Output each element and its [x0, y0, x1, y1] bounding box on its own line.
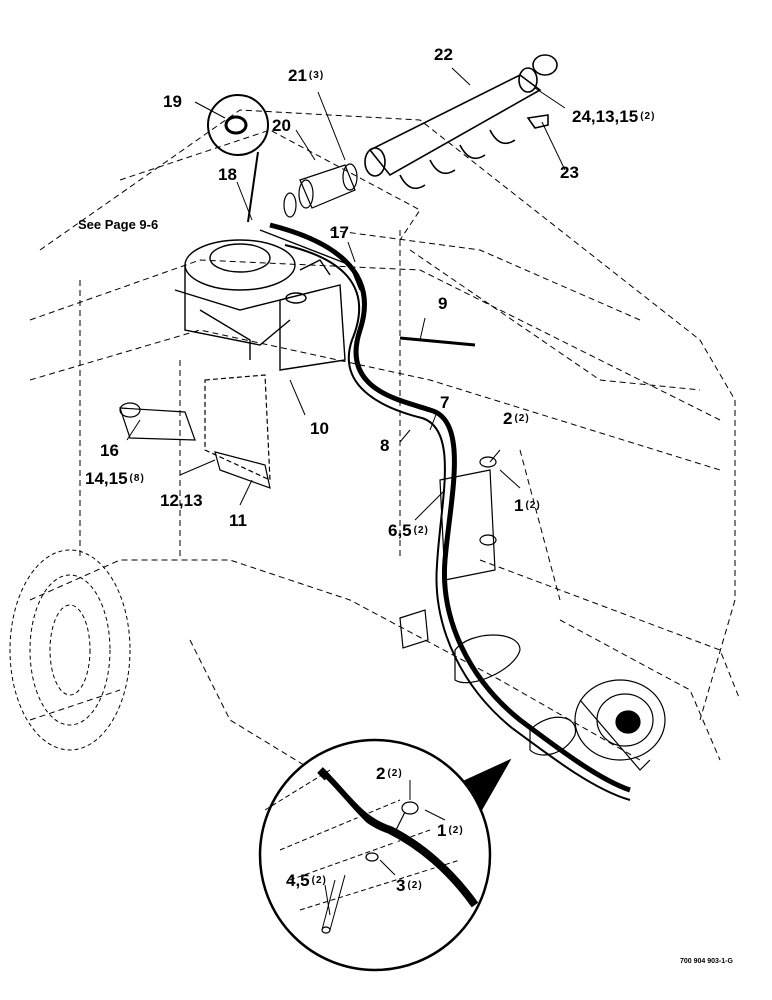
callout-8: 8	[380, 437, 389, 454]
right-wheel-hub	[574, 679, 666, 771]
callout-16: 16	[100, 442, 119, 459]
callout-11: 11	[229, 512, 247, 529]
callout-19: 19	[163, 93, 182, 110]
callout-6-5-number: 6,5	[388, 521, 412, 540]
callout-17-number: 17	[330, 223, 349, 242]
hose-clamp-lower	[529, 716, 577, 756]
callout-1-detail-number: 1	[437, 821, 447, 840]
callout-20: 20	[272, 117, 291, 134]
callout-2-top-qty: (2)	[514, 413, 530, 424]
strap-9	[399, 336, 476, 347]
plate-11	[204, 374, 271, 489]
callout-1-top: 1(2)	[514, 497, 541, 514]
detail-circle	[258, 738, 492, 972]
callout-2-detail: 2(2)	[376, 765, 403, 782]
callout-1-top-qty: (2)	[525, 500, 541, 511]
callout-24-13-15: 24,13,15(2)	[572, 108, 655, 125]
callout-2-detail-qty: (2)	[387, 768, 403, 779]
callout-9: 9	[438, 295, 447, 312]
callout-1-detail: 1(2)	[437, 822, 464, 839]
detail-19	[207, 94, 269, 156]
callout-24-13-15-qty: (2)	[640, 111, 656, 122]
callout-14-15-qty: (8)	[129, 473, 145, 484]
callout-4-5-detail: 4,5(2)	[286, 872, 327, 889]
callout-14-15: 14,15(8)	[85, 470, 145, 487]
callout-3-detail-qty: (2)	[407, 880, 423, 891]
callout-4-5-detail-number: 4,5	[286, 871, 310, 890]
callout-19-number: 19	[163, 92, 182, 111]
callout-2-top-number: 2	[503, 409, 513, 428]
shield-16	[119, 402, 196, 441]
callout-4-5-detail-qty: (2)	[311, 875, 327, 886]
callout-2-top: 2(2)	[503, 410, 530, 427]
callout-23: 23	[560, 164, 579, 181]
figure-code: 700 904 903-1-G	[680, 958, 733, 965]
callout-3-detail-number: 3	[396, 876, 406, 895]
callout-21-qty: (3)	[308, 70, 325, 81]
callout-17: 17	[330, 224, 349, 241]
callout-11-number: 11	[229, 511, 247, 530]
callout-20-number: 20	[272, 116, 291, 135]
callout-2-detail-number: 2	[376, 764, 386, 783]
callout-7-number: 7	[440, 393, 450, 412]
callout-9-number: 9	[438, 294, 448, 313]
callout-22-number: 22	[434, 45, 453, 64]
callout-6-5-qty: (2)	[413, 525, 429, 536]
hose-clamp-upper	[454, 634, 521, 684]
callout-21: 21(3)	[288, 67, 324, 84]
callout-21-number: 21	[288, 66, 307, 85]
sleeve-20	[283, 163, 358, 218]
callout-8-number: 8	[380, 436, 390, 455]
callout-23-number: 23	[560, 163, 579, 182]
hose-7-8	[269, 222, 631, 801]
callout-18: 18	[218, 166, 237, 183]
left-wheel	[9, 549, 131, 751]
callout-7: 7	[440, 394, 449, 411]
callout-1-top-number: 1	[514, 496, 524, 515]
pipe-22	[364, 54, 558, 190]
access-panel	[399, 609, 429, 649]
callout-22: 22	[434, 46, 453, 63]
hose-bracket	[439, 456, 497, 581]
callout-1-detail-qty: (2)	[448, 825, 464, 836]
callout-12-13: 12,13	[160, 492, 203, 509]
callout-6-5: 6,5(2)	[388, 522, 429, 539]
callout-10: 10	[310, 420, 329, 437]
callout-18-number: 18	[218, 165, 237, 184]
leader-lines	[126, 67, 566, 916]
see-page-note: See Page 9-6	[78, 217, 159, 232]
callout-14-15-number: 14,15	[85, 469, 128, 488]
callout-24-13-15-number: 24,13,15	[572, 107, 639, 126]
callout-10-number: 10	[310, 419, 329, 438]
callout-16-number: 16	[100, 441, 119, 460]
callout-3-detail: 3(2)	[396, 877, 423, 894]
callout-12-13-number: 12,13	[160, 491, 203, 510]
